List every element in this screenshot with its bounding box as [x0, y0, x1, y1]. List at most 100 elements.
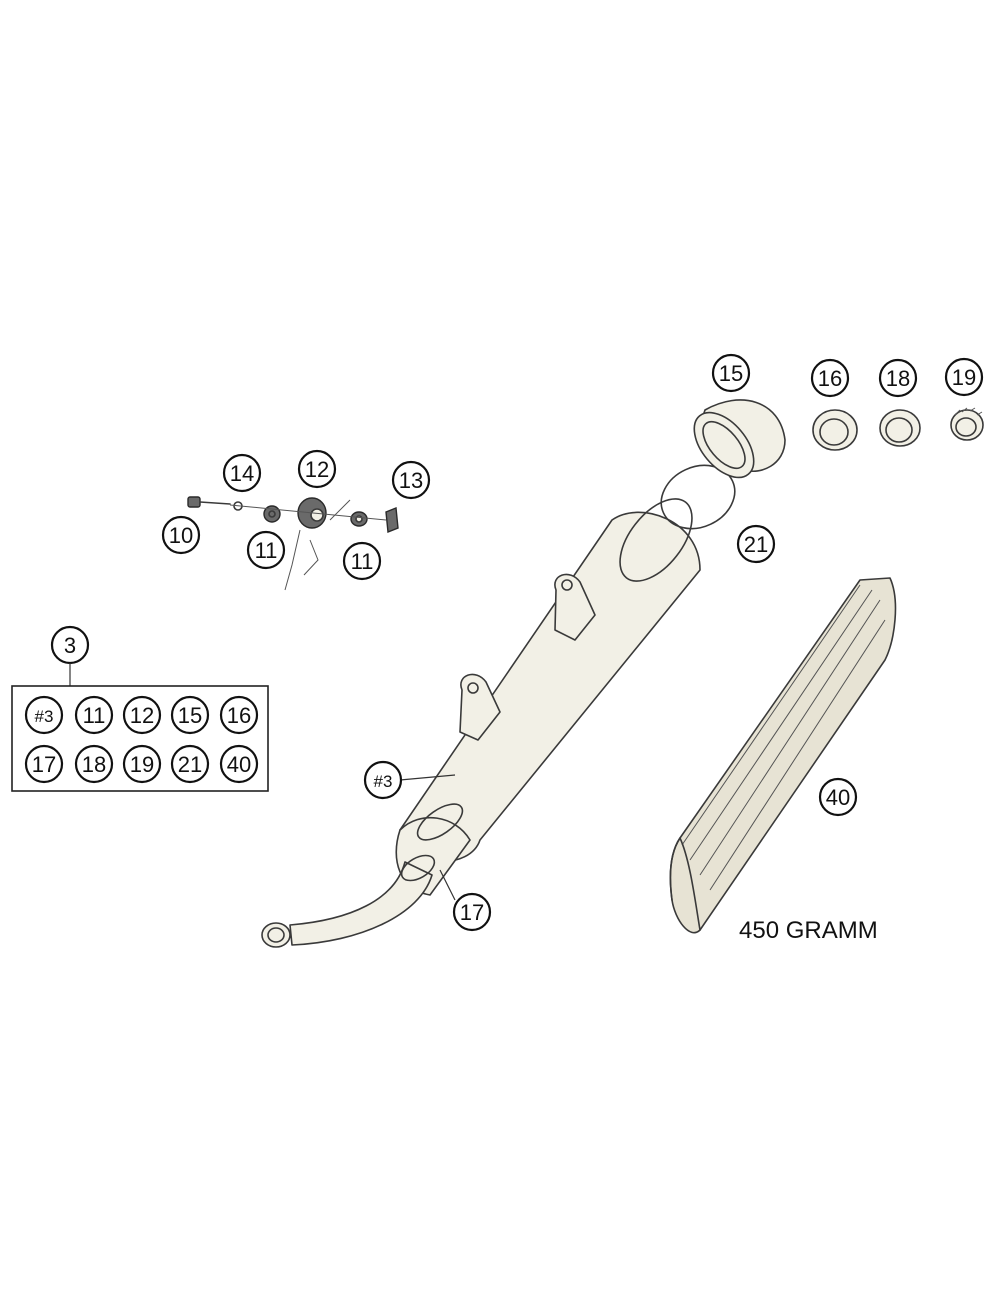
- kit-item-circle: [219, 695, 259, 735]
- ring-16: [812, 409, 858, 451]
- ring-19-inner: [955, 417, 977, 437]
- end-cap-rim: [693, 411, 755, 479]
- kit-item-label: 15: [178, 703, 202, 728]
- kit-item-label: 17: [32, 752, 56, 777]
- callout-hash3-circle: [363, 760, 403, 800]
- packing-body: [669, 577, 897, 934]
- end-cap-inner: [702, 420, 746, 470]
- callout-40-circle: [818, 777, 858, 817]
- muffler-assembly: [261, 498, 701, 948]
- callout-hash3-label: #3: [374, 772, 393, 791]
- kit-item-circle: [170, 695, 210, 735]
- packing-weight-note: 450 GRAMM: [739, 917, 878, 944]
- callout-14-label: 14: [230, 461, 254, 486]
- kit-item-circle: [122, 695, 162, 735]
- callout-21-label: 21: [744, 532, 768, 557]
- inlet-pipe-bore: [267, 927, 285, 943]
- callout-10-circle: [161, 515, 201, 555]
- ring-16-inner: [819, 418, 849, 446]
- kit-item-circle: [74, 695, 114, 735]
- callout-15: 15: [711, 353, 751, 393]
- washer-left: [263, 505, 281, 523]
- callout-18-circle: [878, 358, 918, 398]
- callout-19-circle: [944, 357, 984, 397]
- kit-row-1: #3 11 12 15 16: [24, 695, 259, 735]
- callout-40-label: 40: [826, 785, 850, 810]
- callout-16: 16: [810, 358, 850, 398]
- kit-group: 3 #3 11 12 15 16 17 18 19 21 40: [11, 625, 269, 792]
- kit-item-circle: [122, 744, 162, 784]
- callout-18: 18: [878, 358, 918, 398]
- callout-21-circle: [736, 524, 776, 564]
- callout-16-label: 16: [818, 366, 842, 391]
- kit-item-circle: [74, 744, 114, 784]
- callout-11-right: 11: [342, 541, 382, 581]
- lower-bracket-hole: [467, 682, 479, 694]
- kit-item-label: 12: [130, 703, 154, 728]
- callout-13-label: 13: [399, 468, 423, 493]
- callout-11-left-circle: [246, 530, 286, 570]
- inlet-pipe-opening: [261, 922, 291, 948]
- leader-hash3: [399, 774, 456, 781]
- kit-item-label: 11: [83, 703, 106, 728]
- callout-hash3: #3: [363, 760, 403, 800]
- callout-10: 10: [161, 515, 201, 555]
- clip-nut: [385, 507, 399, 533]
- ring-19: [950, 407, 984, 441]
- upper-bracket-hole: [561, 579, 573, 591]
- callout-14-circle: [222, 453, 262, 493]
- ring-18: [879, 409, 921, 447]
- kit-item-label: 40: [227, 752, 251, 777]
- washer-left-hole: [268, 510, 276, 518]
- ring-19-teeth: [954, 407, 983, 416]
- kit-item-circle: [219, 744, 259, 784]
- callout-17-label: 17: [460, 900, 484, 925]
- canister-band: [416, 803, 464, 841]
- callout-16-circle: [810, 358, 850, 398]
- kit-item-circle: [170, 744, 210, 784]
- muffler-canister: [399, 511, 701, 863]
- kit-item-label: 21: [178, 752, 202, 777]
- kit-row-2: 17 18 19 21 40: [24, 744, 259, 784]
- callout-19: 19: [944, 357, 984, 397]
- muffler-inlet-pipe: [289, 861, 433, 946]
- kit-item-circle: [24, 744, 64, 784]
- callout-11-right-circle: [342, 541, 382, 581]
- kit-item-circle: [24, 695, 64, 735]
- callout-19-label: 19: [952, 365, 976, 390]
- frame-bracket-outline: [284, 499, 351, 591]
- callout-17: 17: [452, 892, 492, 932]
- upper-mounting-bracket: [554, 573, 596, 641]
- callout-11-right-label: 11: [351, 549, 374, 574]
- callout-13-circle: [391, 460, 431, 500]
- end-cap-part: [693, 399, 786, 479]
- assembly-axis: [229, 504, 387, 521]
- callout-12: 12: [297, 449, 337, 489]
- seal-ring: [660, 464, 736, 530]
- callout-13: 13: [391, 460, 431, 500]
- kit-item-label: #3: [35, 707, 54, 726]
- callout-40: 40: [818, 777, 858, 817]
- callout-21: 21: [736, 524, 776, 564]
- kit-item-label: 18: [82, 752, 106, 777]
- bolt-head: [187, 496, 201, 508]
- callout-18-label: 18: [886, 366, 910, 391]
- packing-end: [669, 837, 701, 931]
- kit-item-label: 16: [227, 703, 251, 728]
- fastener-assembly: [187, 496, 399, 591]
- canister-top-end: [619, 498, 693, 582]
- callout-14: 14: [222, 453, 262, 493]
- callout-15-label: 15: [719, 361, 743, 386]
- lower-mounting-bracket: [459, 673, 501, 741]
- callout-11-left: 11: [246, 530, 286, 570]
- callout-12-label: 12: [305, 457, 329, 482]
- callout-11-left-label: 11: [255, 538, 278, 563]
- callout-12-circle: [297, 449, 337, 489]
- callout-10-label: 10: [169, 523, 193, 548]
- ring-18-inner: [885, 417, 913, 443]
- kit-item-label: 19: [130, 752, 154, 777]
- callout-17-circle: [452, 892, 492, 932]
- kit-callout-label: 3: [64, 633, 76, 658]
- bolt-shaft: [199, 501, 231, 505]
